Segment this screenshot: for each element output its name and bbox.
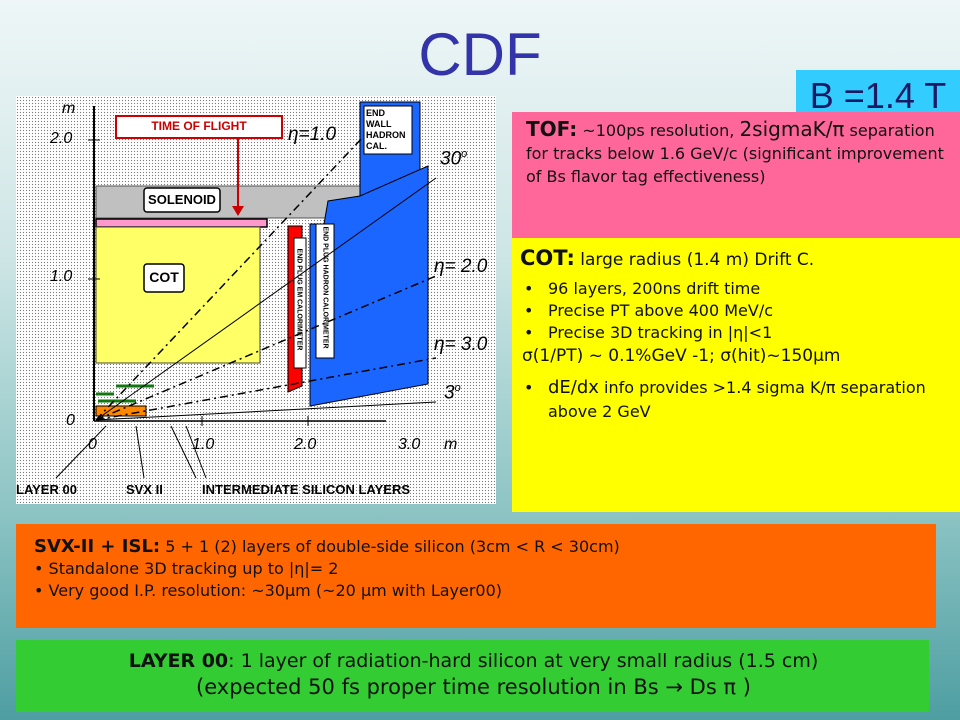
eta-1-line — [95, 135, 365, 421]
layer00-line2: (expected 50 fs proper time resolution i… — [196, 675, 751, 699]
cot-bullet: Precise PT above 400 MeV/c — [520, 300, 952, 322]
eta-label: η= 2.0 — [434, 256, 488, 277]
tof-arrow-head — [232, 206, 244, 216]
slide-title: CDF — [418, 21, 542, 88]
eta-2-line — [95, 275, 437, 421]
angle-30-line — [95, 177, 437, 421]
cot-label: COT — [149, 269, 179, 285]
endwall-label-box — [363, 105, 413, 155]
cot-heading: COT: large radius (1.4 m) Drift C. — [520, 246, 952, 270]
cot-dedx-item: dE/dx info provides >1.4 sigma K/π separ… — [520, 376, 952, 424]
x-axis-unit: m — [444, 436, 458, 453]
tof-text: separation for tracks below 1.6 GeV/c (s… — [526, 121, 944, 186]
x-tick-label: 2.0 — [294, 436, 317, 453]
cot-bullet: 96 layers, 200ns drift time — [520, 278, 952, 300]
svx-label: SVX II — [126, 482, 163, 497]
y-tick-label: 2.0 — [50, 130, 73, 147]
tof-bar — [95, 218, 268, 228]
y-tick-label: 0 — [66, 412, 75, 429]
svx-bullet: • Very good I.P. resolution: ~30μm (~20 … — [34, 581, 503, 600]
svx-bullet-text: Standalone 3D tracking up to |η|= 2 — [48, 559, 339, 578]
solenoid-label: SOLENOID — [148, 192, 216, 207]
dedx-text: info provides >1.4 sigma K/π separation … — [548, 378, 926, 421]
isl-pointer — [170, 425, 197, 479]
layer00-info-box: LAYER 00: 1 layer of radiation-hard sili… — [16, 640, 929, 712]
tof-label: TOF: — [526, 117, 578, 141]
cot-desc: large radius (1.4 m) Drift C. — [574, 250, 815, 270]
plug-hadron-calorimeter — [309, 165, 429, 407]
svx-heading: SVX-II + ISL: 5 + 1 (2) layers of double… — [34, 536, 924, 558]
layer00-text: : 1 layer of radiation-hard silicon at v… — [228, 650, 819, 672]
layer00-label: LAYER 00 — [16, 482, 77, 497]
cot-bullets: 96 layers, 200ns drift time Precise PT a… — [520, 278, 952, 344]
x-tick-label: 3.0 — [398, 436, 421, 453]
layer00-line1: LAYER 00: 1 layer of radiation-hard sili… — [26, 648, 921, 674]
cot-info-box: COT: large radius (1.4 m) Drift C. 96 la… — [512, 238, 960, 512]
svx-label: SVX-II + ISL: — [34, 536, 161, 557]
svx-desc: 5 + 1 (2) layers of double-side silicon … — [160, 537, 620, 556]
tof-callout-label: TIME OF FLIGHT — [151, 119, 247, 133]
cot-bullet: Precise 3D tracking in |η|<1 — [520, 322, 952, 344]
tof-info-box: TOF: ~100ps resolution, 2sigmaK/π separa… — [512, 112, 960, 238]
isl-label: INTERMEDIATE SILICON LAYERS — [202, 482, 411, 497]
x-tick-label: 1.0 — [192, 436, 215, 453]
endwall-label: END WALL HADRON CAL. — [366, 108, 406, 151]
svx-bullet-text: Very good I.P. resolution: ~30μm (~20 μm… — [48, 581, 503, 600]
svx-bullet: • Standalone 3D tracking up to |η|= 2 — [34, 559, 339, 578]
plug-hadron-label: END PLUG HADRON CALORIMETER — [321, 226, 329, 349]
tof-sigma: 2sigmaK/π — [739, 117, 845, 141]
eta-3-line — [95, 357, 437, 421]
eta-label: η=1.0 — [288, 124, 337, 145]
detector-diagram: m 2.0 1.0 0 0 1.0 2.0 3.0 m TIME OF FLIG… — [16, 96, 496, 504]
angle-3-line — [95, 401, 437, 421]
detector-cross-section — [16, 96, 496, 504]
tof-text: ~100ps resolution, — [577, 121, 740, 140]
x-tick-label: 0 — [88, 436, 97, 453]
m-axis-label: m — [62, 100, 76, 117]
isl-pointer — [185, 425, 207, 479]
cot-region — [95, 226, 261, 364]
y-tick-label: 1.0 — [50, 268, 73, 285]
cot-box — [143, 263, 185, 293]
cot-resolution: σ(1/PT) ~ 0.1%GeV -1; σ(hit)~150μm — [522, 346, 841, 366]
plug-hadron-label-box — [315, 223, 335, 359]
cot-dedx: dE/dx info provides >1.4 sigma K/π separ… — [520, 376, 952, 424]
angle-label: 30o — [440, 148, 468, 170]
tof-callout-box — [115, 115, 283, 139]
svx-info-box: SVX-II + ISL: 5 + 1 (2) layers of double… — [16, 524, 936, 628]
layer00-label: LAYER 00 — [128, 650, 229, 672]
solenoid-box — [143, 187, 221, 213]
plug-em-label: END PLUG EM CALORIMETER — [295, 248, 303, 351]
cot-label: COT: — [520, 246, 575, 270]
angle-label: 3o — [444, 382, 461, 404]
layer00-pointer — [55, 425, 107, 479]
eta-label: η= 3.0 — [434, 334, 488, 355]
svx-pointer — [135, 425, 145, 479]
dedx-label: dE/dx — [548, 377, 599, 398]
